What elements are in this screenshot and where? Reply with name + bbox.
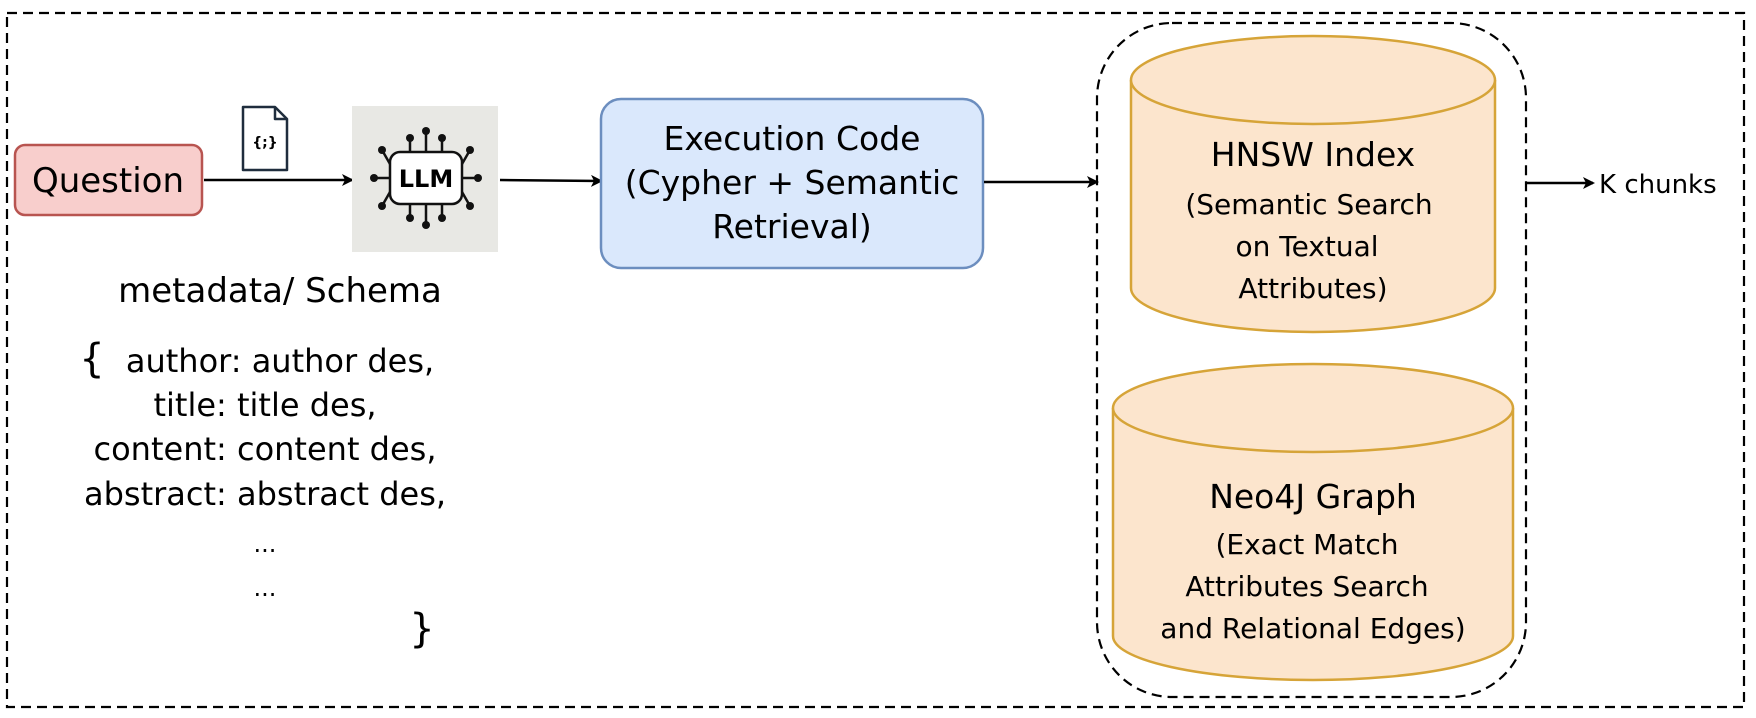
json-icon-label: {;} [252,135,278,151]
llm-chip-icon [374,131,478,225]
hnsw-index-cylinder: HNSW Index (Semantic Search on Textual A… [1129,34,1497,334]
schema-line-abstract: abstract: abstract des, [84,475,446,513]
llm-node: LLM [352,106,498,252]
schema-open-brace: { [79,336,104,382]
k-chunks-label: K chunks [1599,170,1717,200]
neo4j-graph-cylinder: Neo4J Graph (Exact Match Attributes Sear… [1111,362,1515,682]
execution-node: Execution Code (Cypher + Semantic Retrie… [599,97,985,270]
schema-line-ellipsis-2: ... [254,574,277,602]
hnsw-line1: (Semantic Search [1185,188,1432,221]
execution-line3: Retrieval) [712,207,872,246]
hnsw-line3: Attributes) [1238,272,1387,305]
question-node: Question [13,143,204,217]
llm-label: LLM [399,165,453,193]
execution-line1: Execution Code [664,119,921,158]
database-group-frame [1095,21,1528,699]
schema-line-ellipsis-1: ... [254,530,277,558]
neo4j-line1: (Exact Match [1215,528,1398,561]
schema-annotation: metadata/ Schema { author: author des, t… [79,271,446,652]
neo4j-title: Neo4J Graph [1209,477,1417,516]
schema-title: metadata/ Schema [118,271,442,311]
neo4j-line2: Attributes Search [1185,570,1428,603]
outer-frame [5,11,1746,709]
json-file-icon: {;} [241,105,289,172]
neo4j-line3: and Relational Edges) [1160,612,1465,645]
schema-close-brace: } [409,606,434,652]
schema-line-author: author: author des, [126,342,434,380]
hnsw-line2: on Textual [1235,230,1378,263]
question-label: Question [32,161,184,201]
schema-line-title: title: title des, [153,386,376,424]
arrow-llm-to-execution [499,174,603,187]
schema-line-content: content: content des, [94,430,437,468]
hnsw-title: HNSW Index [1211,135,1415,174]
execution-line2: (Cypher + Semantic [625,163,960,202]
